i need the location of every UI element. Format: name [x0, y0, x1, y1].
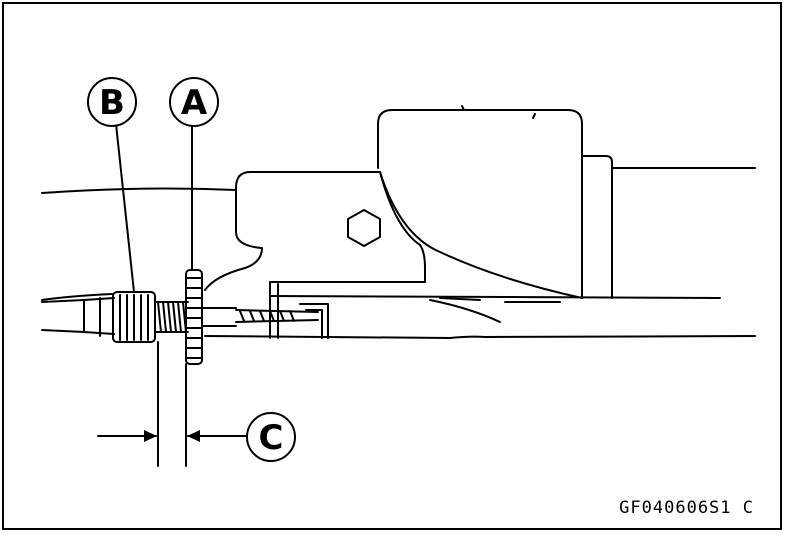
- housing-line-lower: [204, 335, 756, 339]
- tick-mark-2: [532, 113, 536, 119]
- callout-a-label: A: [181, 83, 208, 123]
- hex-bolt: [347, 209, 381, 247]
- tick-mark-1: [461, 105, 465, 111]
- inner-rod-threads: [239, 310, 295, 322]
- locknut-a-knurl: [185, 277, 203, 359]
- callout-b-circle: [87, 77, 137, 127]
- housing-line-taper: [429, 299, 501, 323]
- callout-c-circle: [246, 412, 296, 462]
- inner-rod: [201, 307, 319, 327]
- outer-cable: [41, 297, 115, 337]
- callout-a-circle: [169, 77, 219, 127]
- leader-b: [115, 123, 135, 293]
- housing-line-upper: [269, 295, 721, 299]
- case-boss: [581, 155, 613, 299]
- figure-code: GF040606S1 C: [619, 498, 754, 518]
- threaded-rod-threads: [157, 301, 187, 333]
- bracket-curve: [379, 171, 583, 299]
- cable-end-fitting: [277, 283, 329, 339]
- case-upper-block: [377, 109, 583, 299]
- adjuster-b-knurl: [119, 294, 149, 341]
- housing-mid-left: [41, 293, 113, 301]
- housing-top-left: [41, 187, 237, 194]
- arrowhead-left: [144, 430, 157, 442]
- bracket-hook: [204, 187, 263, 291]
- callout-c-label: C: [259, 418, 284, 458]
- cable-bracket: [235, 171, 426, 339]
- housing-dashes: [439, 297, 561, 303]
- callout-b-label: B: [99, 83, 125, 123]
- arrowhead-right: [187, 430, 200, 442]
